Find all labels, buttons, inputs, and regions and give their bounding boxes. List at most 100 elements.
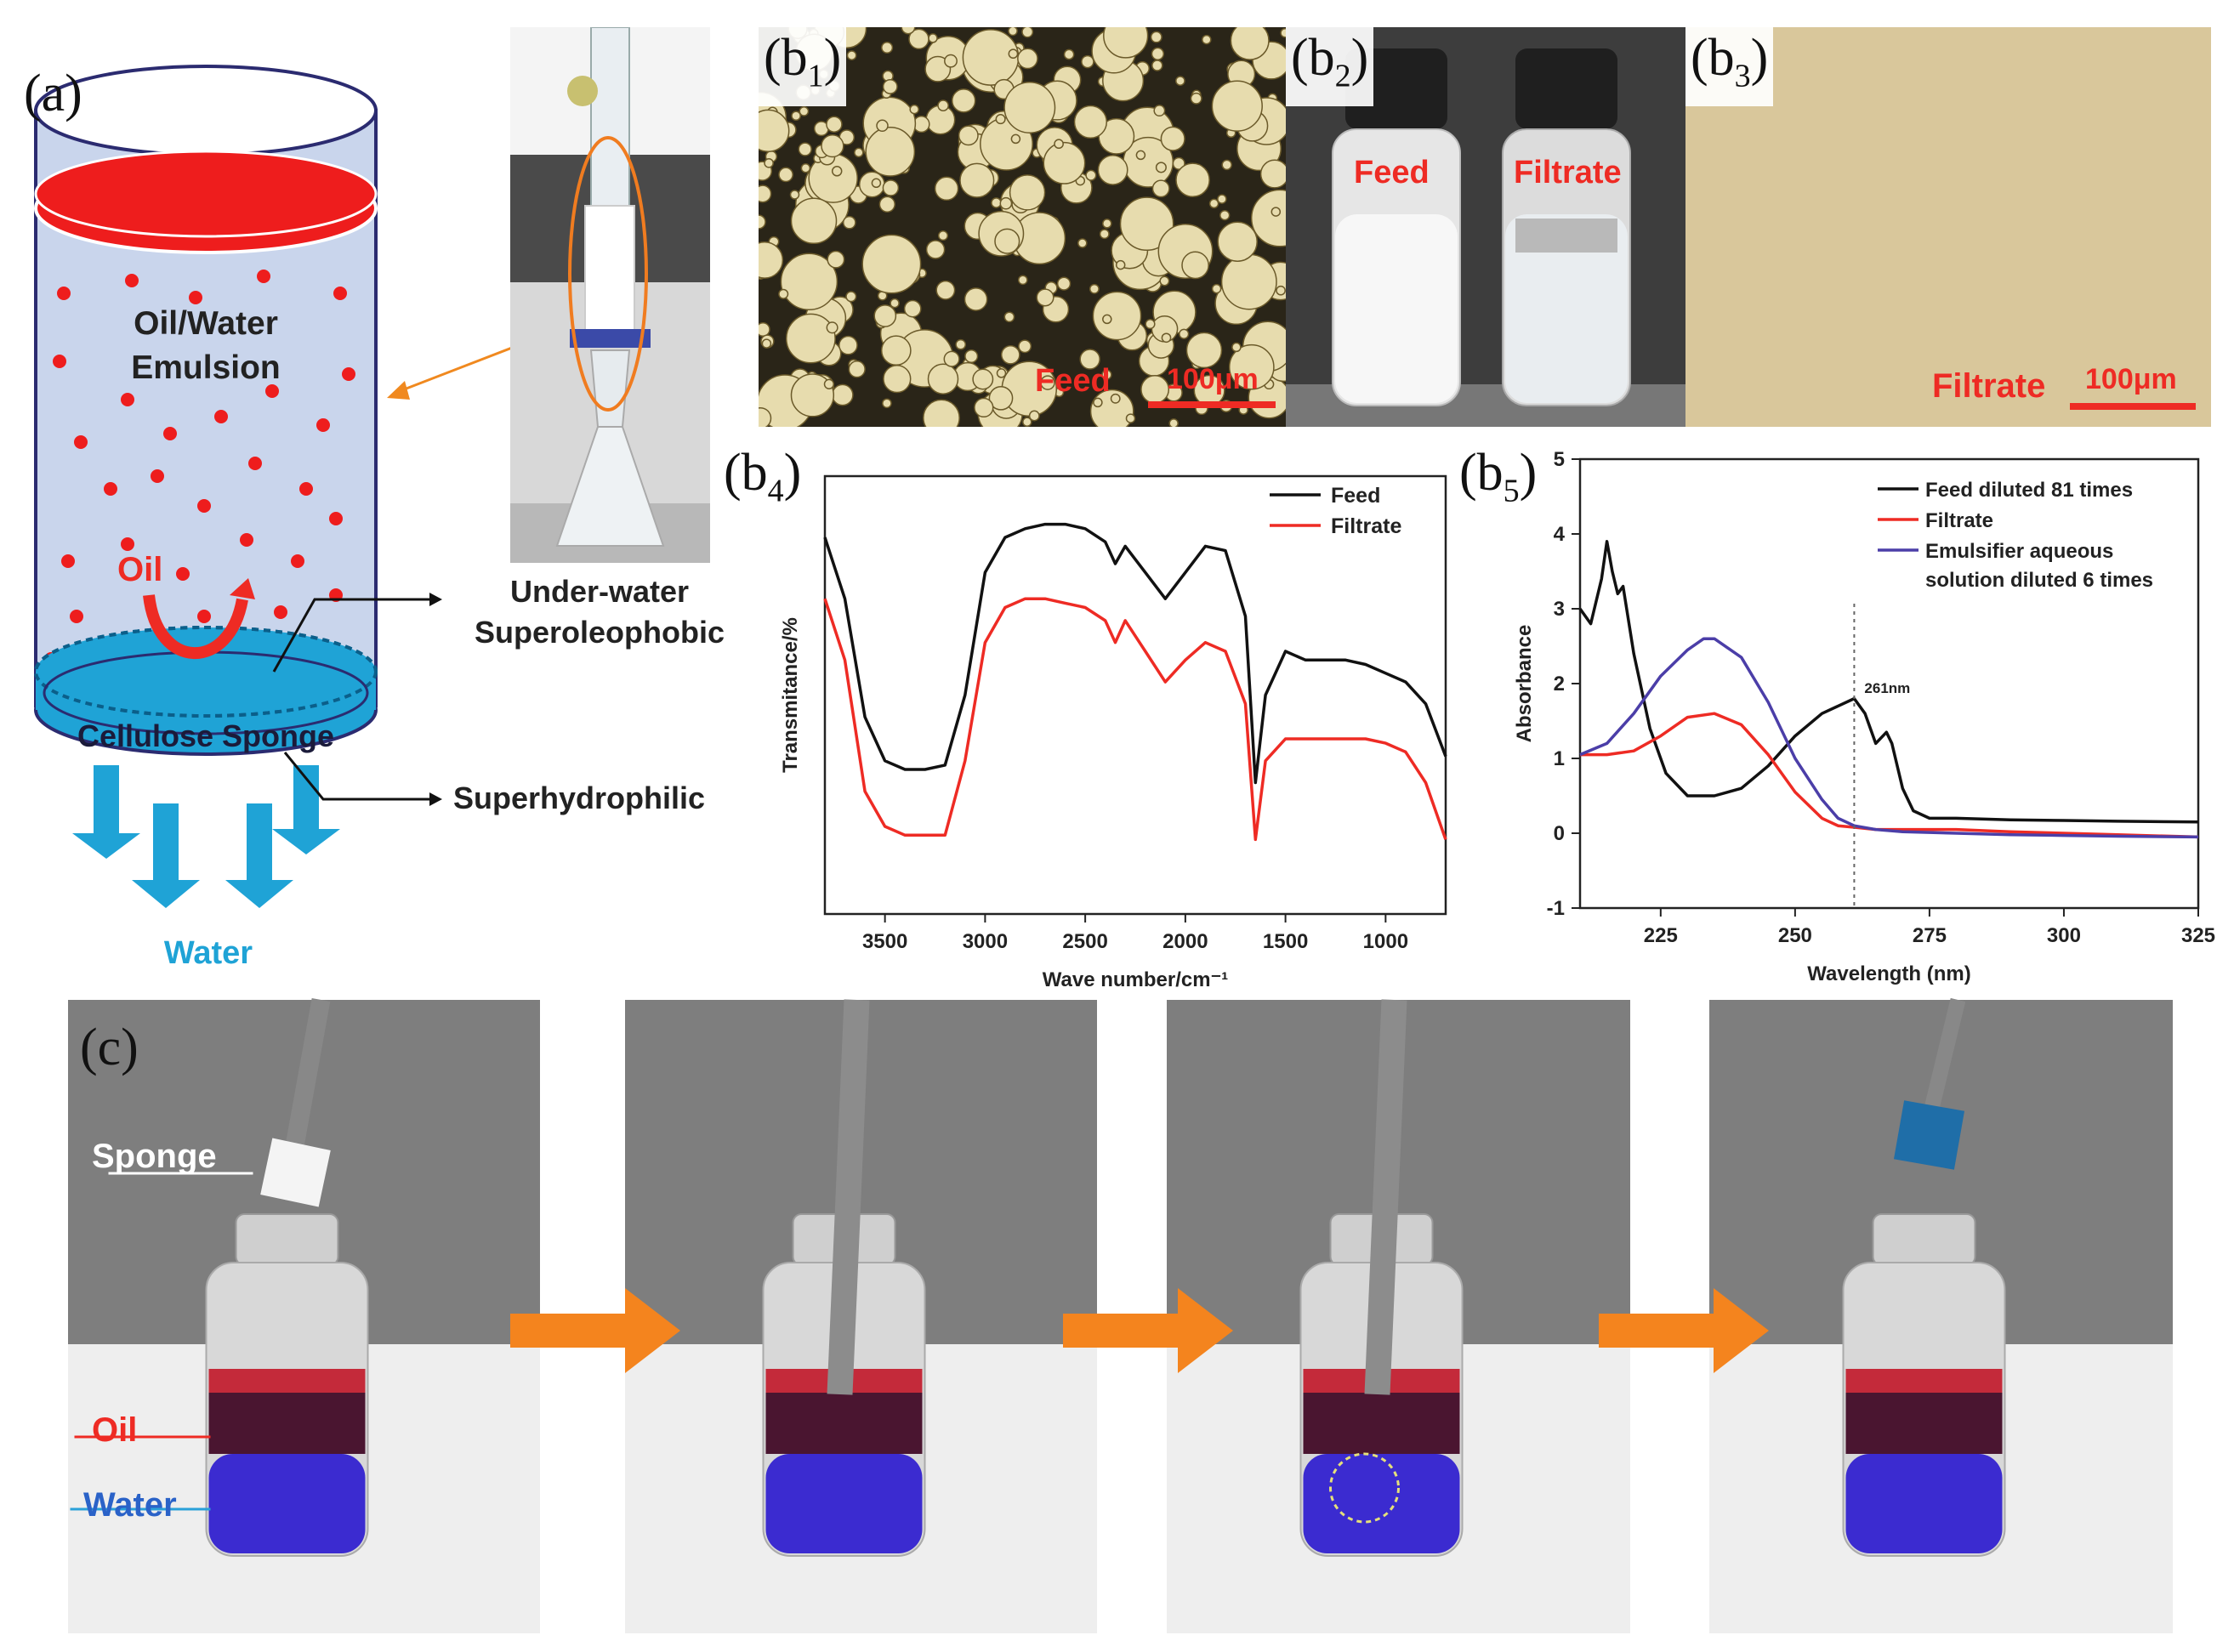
cellulose-sponge-label: Cellulose Sponge — [77, 718, 335, 753]
y-tick-label: 2 — [1554, 673, 1565, 695]
panel-b3-micrograph: (b3) Filtrate 100μm — [1685, 27, 2211, 427]
y-tick-label: -1 — [1547, 897, 1565, 920]
droplet — [1077, 238, 1088, 248]
droplet — [903, 299, 922, 318]
droplet — [1099, 229, 1110, 240]
droplet — [823, 378, 835, 389]
droplet — [882, 78, 898, 94]
y-tick-label: 4 — [1554, 523, 1566, 546]
droplet — [882, 398, 892, 409]
panel-c: (c) Sponge Oil Water — [0, 995, 2234, 1648]
droplet — [1093, 397, 1103, 408]
droplet — [1003, 311, 1015, 323]
droplet — [865, 127, 916, 177]
droplet — [1168, 418, 1179, 427]
droplet — [764, 157, 774, 168]
droplet — [838, 335, 858, 355]
droplet — [1089, 283, 1100, 294]
droplet — [1028, 410, 1040, 422]
water-layer-photo — [1845, 1454, 2003, 1553]
droplet — [1036, 288, 1054, 307]
droplet — [1150, 31, 1162, 43]
droplet — [988, 385, 1014, 411]
y-tick-label: 3 — [1554, 598, 1565, 621]
superhydrophilic-label: Superhydrophilic — [453, 781, 706, 815]
panel-c-label: (c) — [80, 1019, 139, 1076]
y-tick-label: 5 — [1554, 448, 1565, 471]
y-axis-label: Transmitance/% — [779, 617, 802, 773]
water-layer-photo — [208, 1454, 366, 1553]
droplet — [944, 54, 958, 68]
droplet — [996, 368, 1007, 378]
x-axis-label: Wave number/cm⁻¹ — [1043, 968, 1229, 991]
droplet — [927, 363, 959, 395]
droplet — [881, 41, 894, 54]
droplet — [1097, 154, 1128, 185]
droplet — [798, 142, 812, 156]
highlight-circle — [1329, 1452, 1400, 1524]
sequence-arrow — [510, 1288, 680, 1373]
droplet — [848, 360, 866, 378]
x-axis-label: Wavelength (nm) — [1807, 962, 1970, 985]
sequence-arrow — [1063, 1288, 1233, 1373]
oil-absorption-sequence — [68, 997, 2173, 1633]
droplet — [1103, 27, 1149, 59]
x-tick-label: 3500 — [862, 930, 907, 953]
legend-entry: Feed diluted 81 times — [1925, 479, 2133, 502]
droplet — [846, 50, 857, 60]
droplet — [1040, 375, 1055, 390]
droplet — [882, 179, 900, 196]
connector-under-water — [272, 598, 429, 673]
b2-feed-label: Feed — [1354, 155, 1430, 190]
droplet — [759, 109, 790, 152]
droplet — [1110, 393, 1121, 404]
droplet — [831, 166, 843, 177]
droplet — [909, 104, 919, 115]
droplet — [1003, 82, 1056, 133]
x-tick-label: 2500 — [1062, 930, 1107, 953]
droplet — [1017, 48, 1038, 70]
panel-a: (a) Oil/Water Emulsion Oil Cellulose Spo… — [0, 0, 748, 978]
sponge-white — [260, 1138, 331, 1207]
droplet — [1208, 198, 1219, 209]
droplet — [901, 27, 916, 35]
sponge-blue — [1893, 1100, 1965, 1170]
legend-entry: Filtrate — [1331, 514, 1401, 538]
droplet — [924, 55, 952, 82]
droplet — [923, 399, 960, 427]
water-arrows — [72, 765, 340, 908]
panel-b4-label: (b4) — [724, 444, 802, 509]
droplet — [1259, 159, 1286, 189]
droplet — [1021, 27, 1034, 38]
droplet — [937, 99, 949, 111]
water-layer-photo — [1303, 1454, 1460, 1553]
droplet — [1017, 275, 1028, 286]
droplet — [1161, 332, 1172, 343]
droplet — [1181, 251, 1209, 280]
droplet — [1211, 283, 1222, 294]
droplet — [1008, 27, 1018, 37]
droplet — [1102, 219, 1112, 229]
droplet — [1159, 275, 1170, 287]
droplet — [1102, 314, 1112, 325]
droplet — [1175, 162, 1210, 198]
droplet — [791, 111, 801, 122]
droplet — [935, 280, 956, 300]
vial-neck — [1872, 1213, 1976, 1266]
droplet — [780, 253, 838, 311]
droplet — [1172, 156, 1185, 170]
droplet — [943, 350, 960, 367]
droplet — [821, 133, 844, 158]
panel-b1-micrograph: (b1) Feed 100μm — [759, 27, 1286, 427]
droplet — [1221, 159, 1232, 171]
droplet — [964, 287, 988, 311]
droplet — [1270, 207, 1282, 217]
legend-entry: Feed — [1331, 484, 1380, 508]
under-water-superoleophobic-label: Under-water Superoleophobic — [474, 574, 725, 650]
droplet — [937, 230, 949, 241]
b1-feed-label: Feed — [1035, 363, 1111, 399]
oil-rejected-arrow — [143, 594, 248, 660]
